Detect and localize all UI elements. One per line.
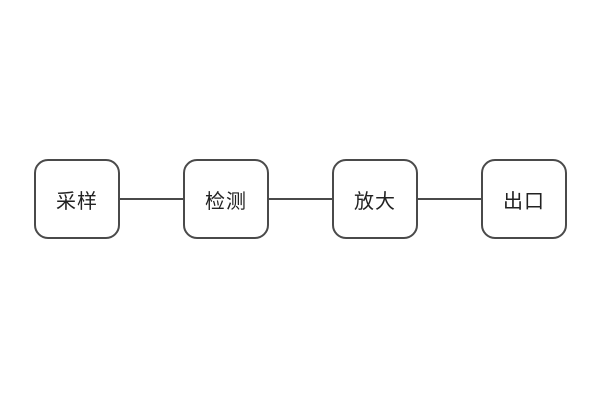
- flow-node-detection: 检测: [183, 159, 269, 239]
- flow-node-sampling: 采样: [34, 159, 120, 239]
- flow-node-outlet: 出口: [481, 159, 567, 239]
- flow-node-label: 采样: [56, 190, 98, 213]
- flowchart-row: 采样 检测 放大 出口: [34, 159, 567, 239]
- flow-node-label: 出口: [503, 190, 545, 213]
- flow-node-amplify: 放大: [332, 159, 418, 239]
- flow-node-label: 检测: [205, 190, 247, 213]
- connector-amplify-outlet: [418, 198, 481, 200]
- connector-sampling-detection: [120, 198, 183, 200]
- flow-node-label: 放大: [354, 190, 396, 213]
- connector-detection-amplify: [269, 198, 332, 200]
